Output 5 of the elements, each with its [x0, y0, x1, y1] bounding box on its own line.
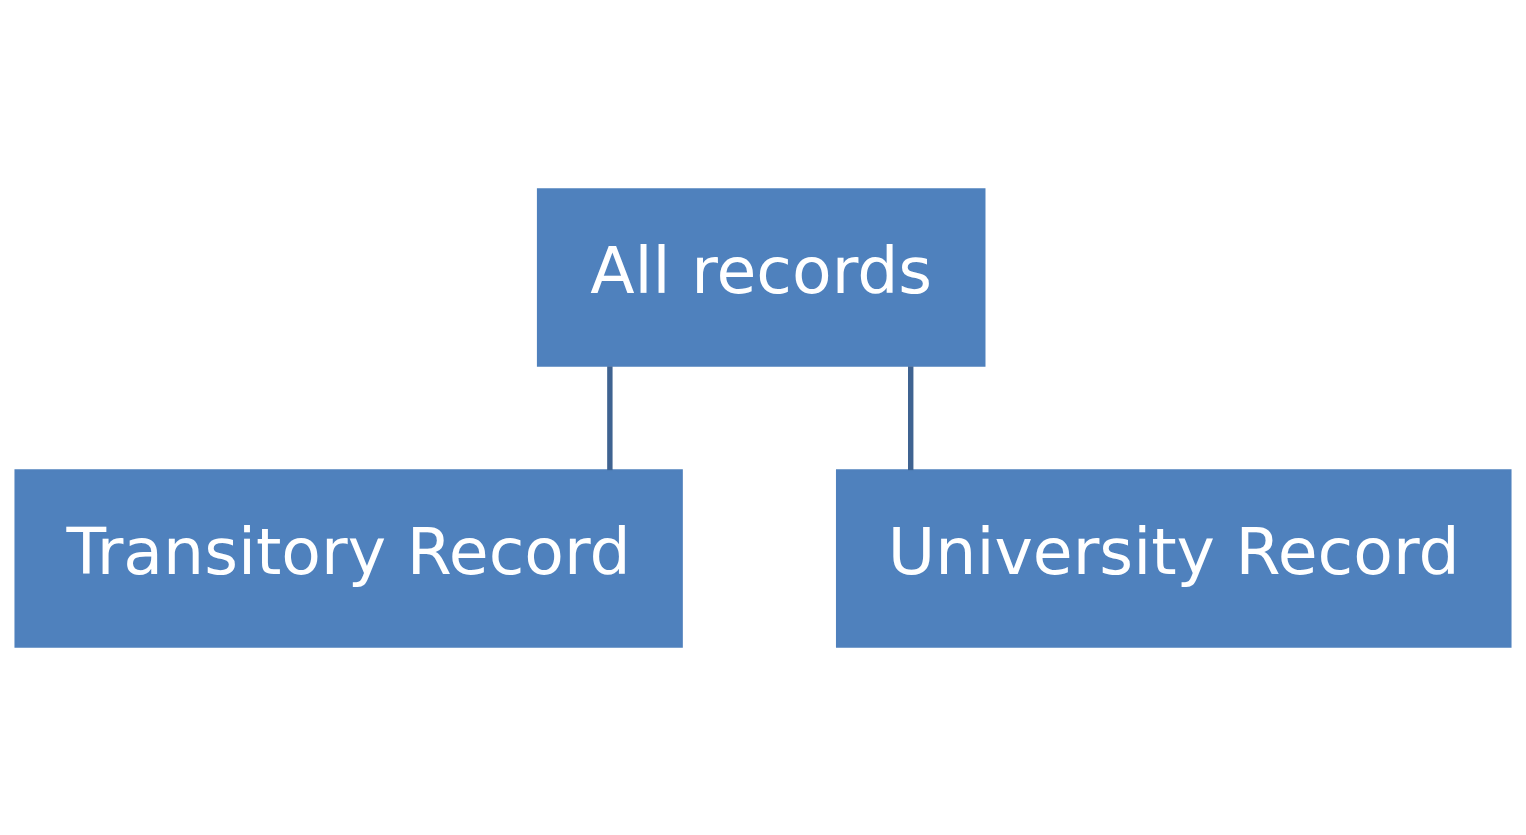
node-box: Transitory Record [14, 468, 683, 648]
node-box: University Record [835, 468, 1512, 648]
connector [607, 365, 613, 470]
node-box: All records [536, 187, 986, 367]
connector [908, 365, 914, 470]
